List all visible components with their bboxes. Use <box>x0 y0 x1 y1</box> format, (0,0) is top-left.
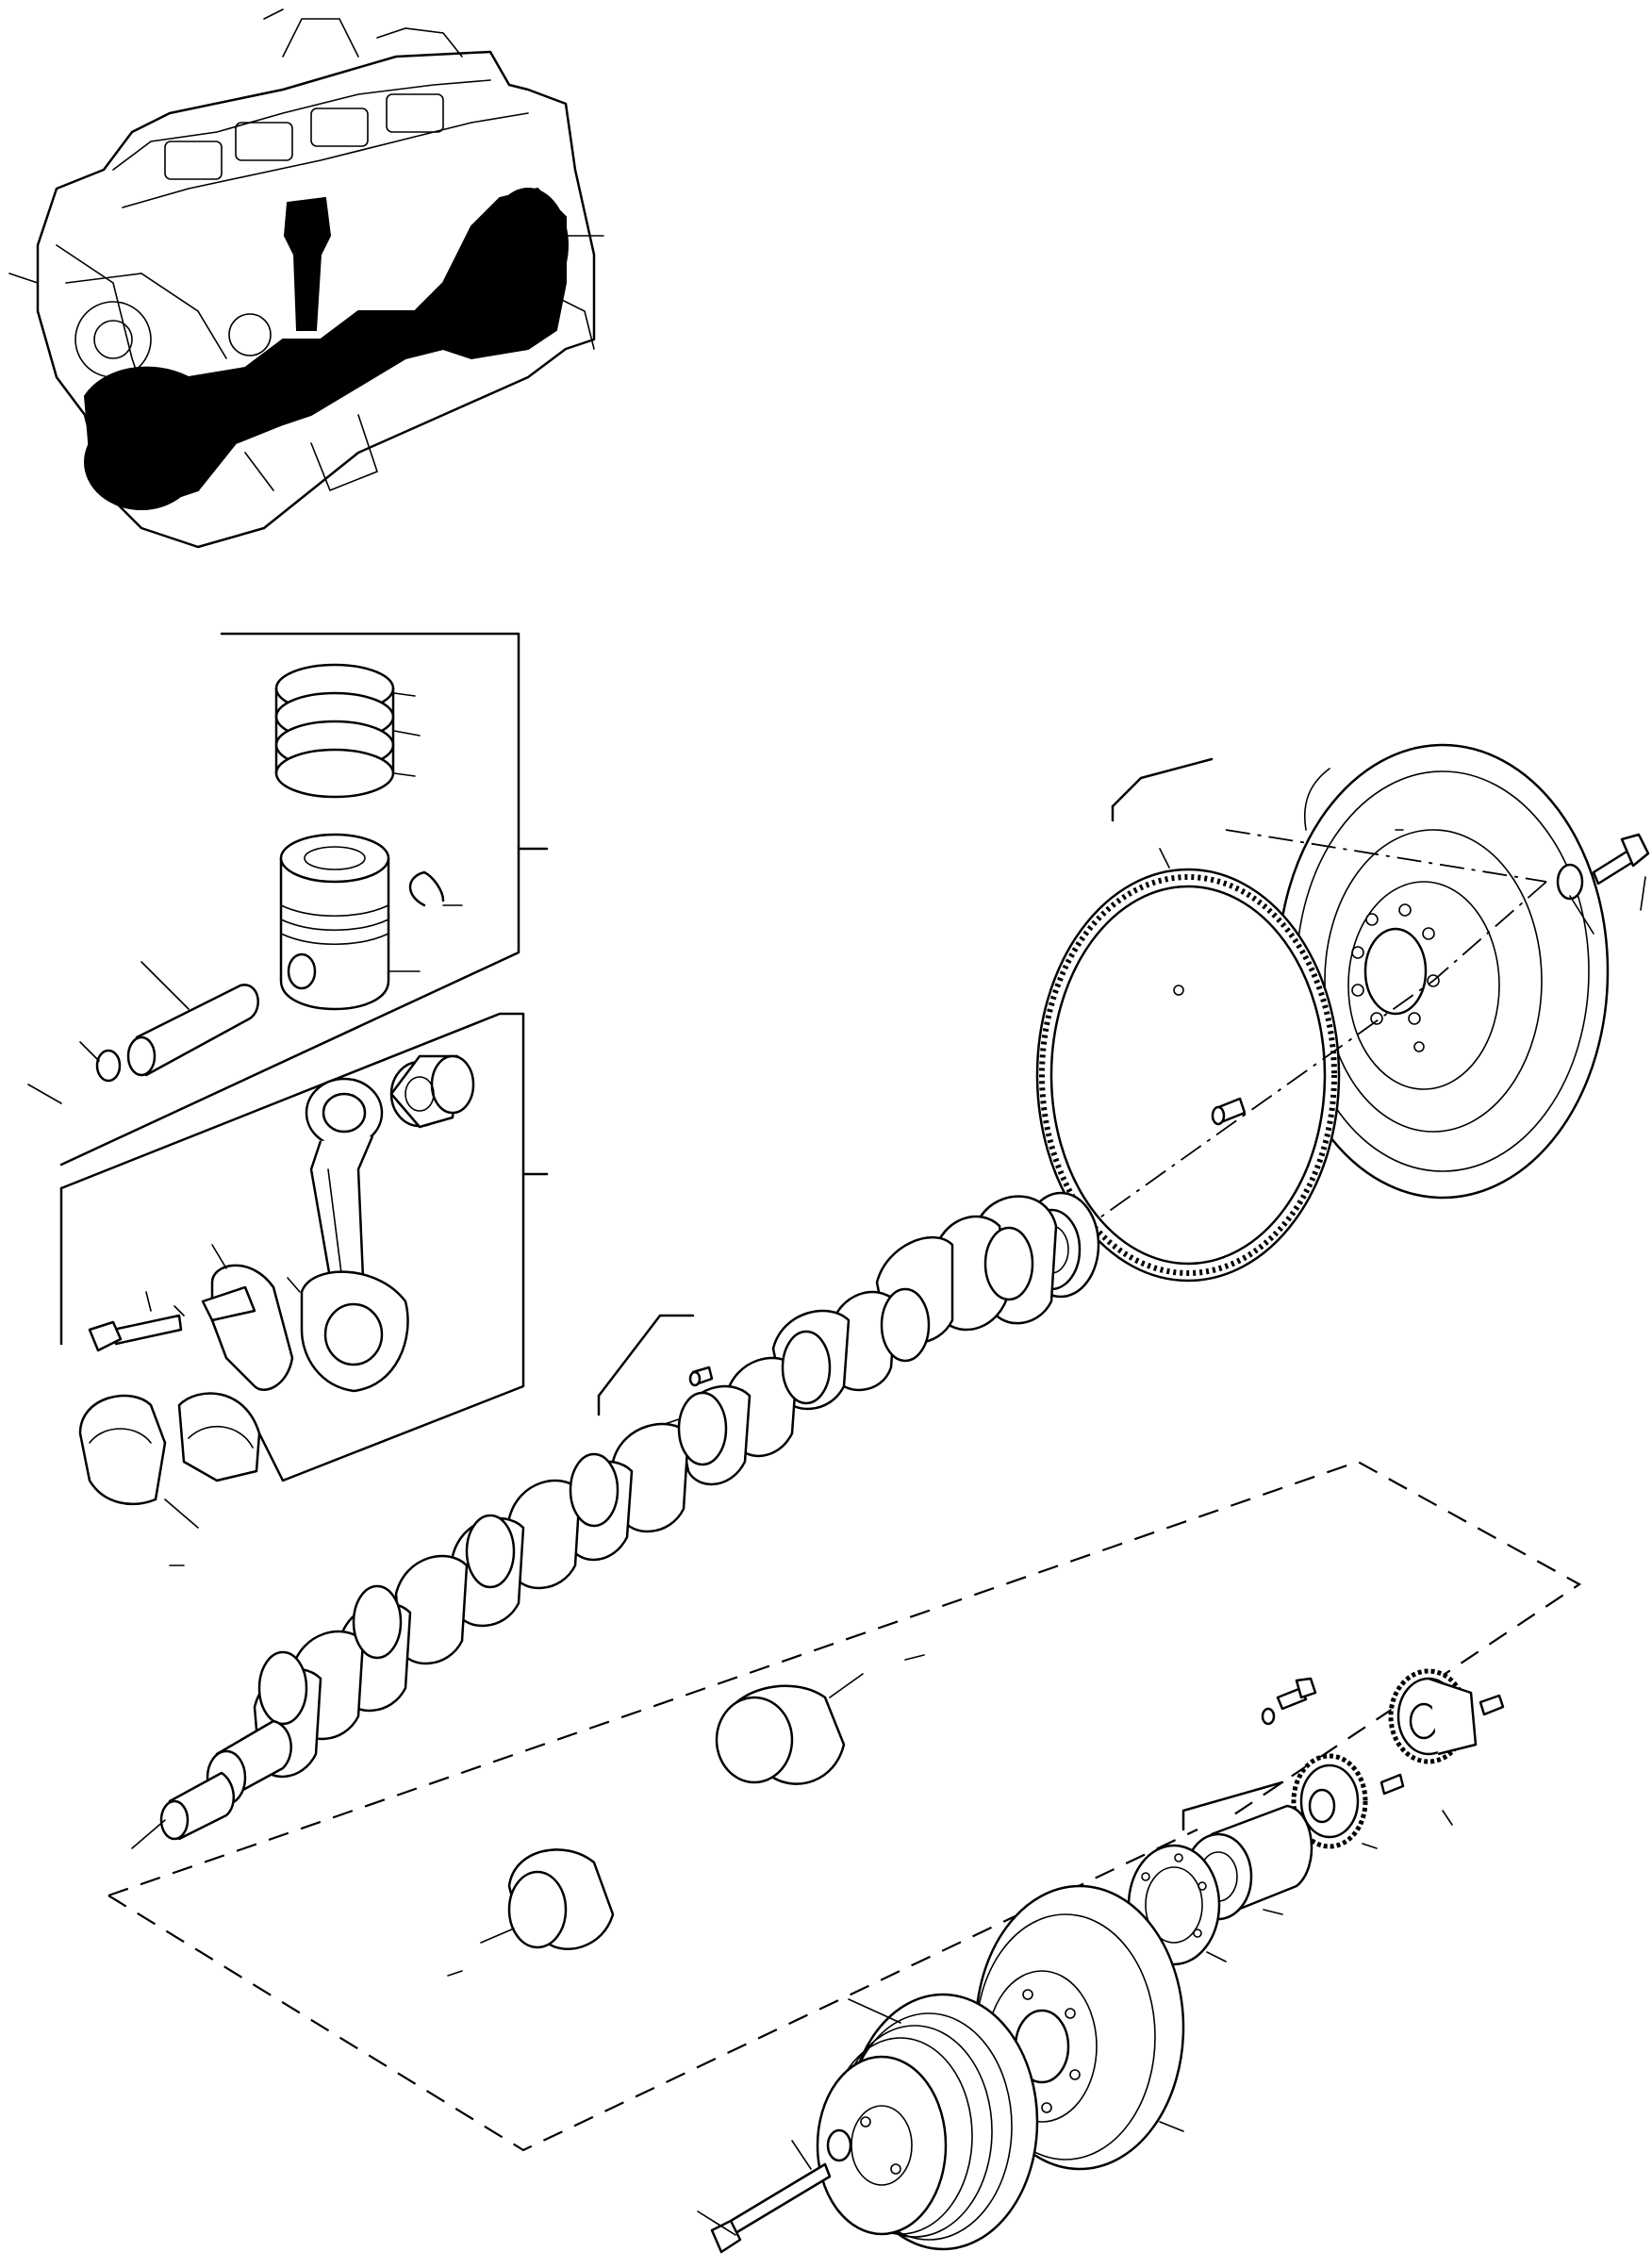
main-bearing-upper <box>715 1654 925 1785</box>
connecting-rod-group <box>59 1012 549 1566</box>
connecting-rod <box>300 1077 409 1393</box>
damper-pulley <box>697 1884 1185 2254</box>
front-gear-group <box>107 1460 1582 2152</box>
crankshaft-hub <box>1181 1780 1313 1921</box>
piston-pin <box>126 961 259 1077</box>
gear-bolt <box>1261 1677 1317 1726</box>
idler-gear <box>1388 1668 1478 1764</box>
piston-group <box>27 632 549 1167</box>
big-end-bearing-shells <box>78 1392 261 1566</box>
rod-bolt <box>88 1291 185 1352</box>
main-bearing-lower <box>447 1848 615 1977</box>
flywheel <box>1276 743 1610 1200</box>
piston-rings <box>274 663 421 799</box>
crankshaft <box>131 1191 1100 1849</box>
flywheel-dowel <box>1211 1097 1247 1126</box>
rod-cap <box>201 1244 301 1391</box>
ring-gear <box>1035 848 1341 1283</box>
flywheel-assembly <box>1035 743 1650 1283</box>
flywheel-bolt <box>1556 833 1650 935</box>
pulley-bolt <box>697 2128 852 2254</box>
crankshaft-gear <box>1291 1753 1378 1849</box>
crank-pulley <box>816 1993 1039 2251</box>
small-end-bushing <box>389 1054 475 1129</box>
engine-locator-illustration <box>8 8 604 549</box>
piston <box>279 833 421 1011</box>
